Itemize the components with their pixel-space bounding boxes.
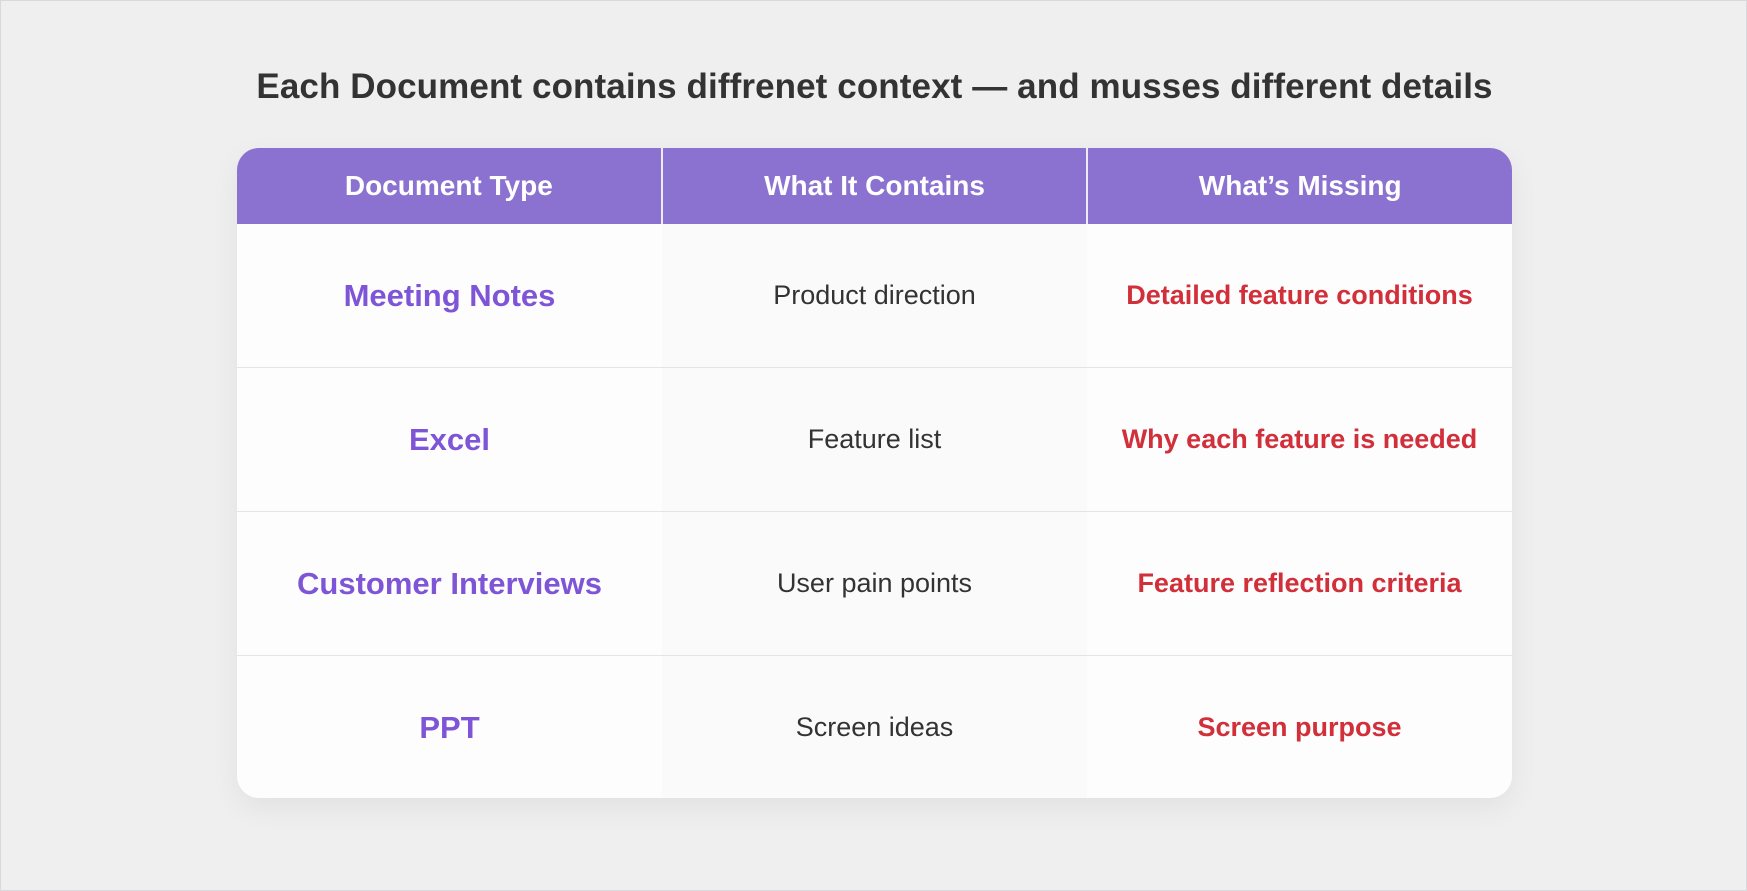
missing-cell: Feature reflection criteria	[1137, 568, 1462, 598]
table-row: Excel Feature list Why each feature is n…	[237, 367, 1512, 511]
missing-cell: Screen purpose	[1197, 712, 1402, 742]
document-type-cell: Excel	[408, 421, 490, 457]
document-type-cell: Meeting Notes	[343, 277, 556, 313]
document-type-cell: PPT	[419, 709, 480, 745]
contains-cell: Screen ideas	[795, 712, 954, 742]
missing-cell: Why each feature is needed	[1121, 424, 1478, 454]
contains-cell: Feature list	[807, 424, 942, 454]
table-row: PPT Screen ideas Screen purpose	[237, 655, 1512, 798]
table-row: Meeting Notes Product direction Detailed…	[237, 224, 1512, 367]
document-type-cell: Customer Interviews	[297, 565, 602, 601]
page-title: Each Document contains diffrenet context…	[256, 67, 1493, 106]
comparison-table: Document Type What It Contains What’s Mi…	[237, 148, 1512, 798]
missing-cell: Detailed feature conditions	[1126, 280, 1473, 310]
contains-cell: Product direction	[773, 280, 976, 310]
header-what-it-contains: What It Contains	[660, 148, 1087, 224]
header-document-type: Document Type	[344, 170, 553, 201]
table-row: Customer Interviews User pain points Fea…	[237, 511, 1512, 655]
contains-cell: User pain points	[776, 568, 973, 598]
table-header: Document Type What It Contains What’s Mi…	[237, 148, 1512, 224]
header-whats-missing: What’s Missing	[1086, 148, 1512, 224]
